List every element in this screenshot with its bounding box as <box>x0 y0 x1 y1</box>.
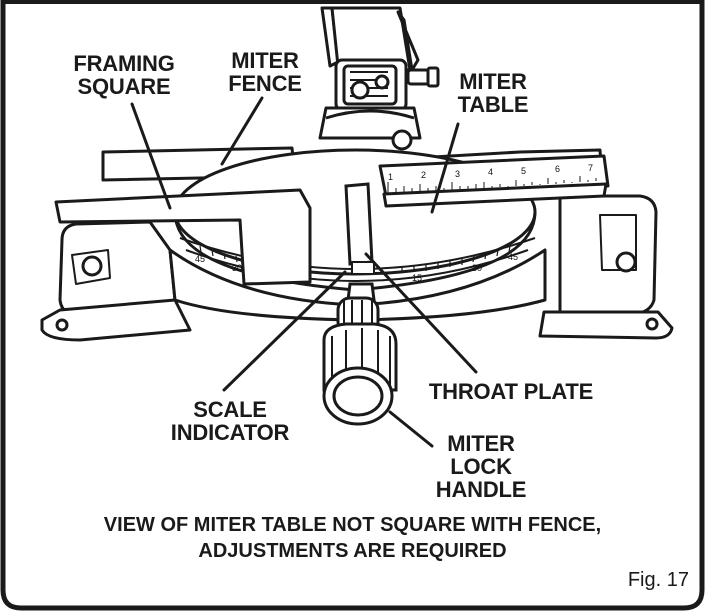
label-scale-indicator: SCALE INDICATOR <box>170 397 290 445</box>
ruler-ticks <box>387 176 597 194</box>
scale-right-45: 45 <box>508 252 518 262</box>
scale-right-30: 30 <box>472 263 482 273</box>
leader-lines <box>130 96 478 448</box>
label-miter-lock-handle: MITER LOCK HANDLE <box>435 431 527 502</box>
label-miter-fence: MITER FENCE <box>228 48 302 96</box>
ruler-num-5: 5 <box>521 166 526 176</box>
label-throat-plate: THROAT PLATE <box>428 379 594 404</box>
ruler-num-6: 6 <box>555 164 560 174</box>
saw-base <box>40 194 674 342</box>
ruler <box>378 154 610 208</box>
ruler-num-4: 4 <box>488 167 493 177</box>
label-miter-table: MITER TABLE <box>457 69 529 117</box>
ruler-num-7: 7 <box>588 163 593 173</box>
miter-lock-handle <box>322 282 398 426</box>
framing-square <box>54 188 312 286</box>
saw-head <box>318 6 440 151</box>
throat-plate <box>344 182 375 275</box>
ruler-num-3: 3 <box>455 169 460 179</box>
ruler-num-1: 1 <box>388 172 393 182</box>
label-framing-square: FRAMING SQUARE <box>73 51 175 99</box>
scale-left-30: 30 <box>232 263 242 273</box>
figure-number: Fig. 17 <box>627 569 689 591</box>
scale-left-45: 45 <box>195 254 205 264</box>
figure-caption: VIEW OF MITER TABLE NOT SQUARE WITH FENC… <box>103 514 602 562</box>
ruler-num-2: 2 <box>421 170 426 180</box>
scale-right-15: 15 <box>412 273 422 283</box>
